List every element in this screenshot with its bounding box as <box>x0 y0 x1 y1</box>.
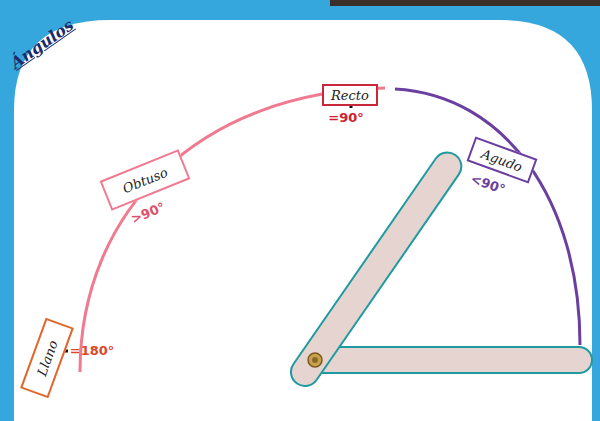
white-paper <box>14 20 592 421</box>
moving-stick-body <box>286 147 467 391</box>
rivet <box>308 353 322 367</box>
fixed-stick <box>300 347 592 373</box>
angle-value: =180° <box>70 343 115 358</box>
rivet-center <box>312 357 318 363</box>
label-box: Recto <box>322 84 378 106</box>
angle-name: Recto <box>331 88 369 103</box>
angle-value: =90° <box>328 110 363 125</box>
table-edge <box>330 0 600 6</box>
moving-stick <box>286 147 467 391</box>
angle-name: Llano <box>34 338 61 378</box>
